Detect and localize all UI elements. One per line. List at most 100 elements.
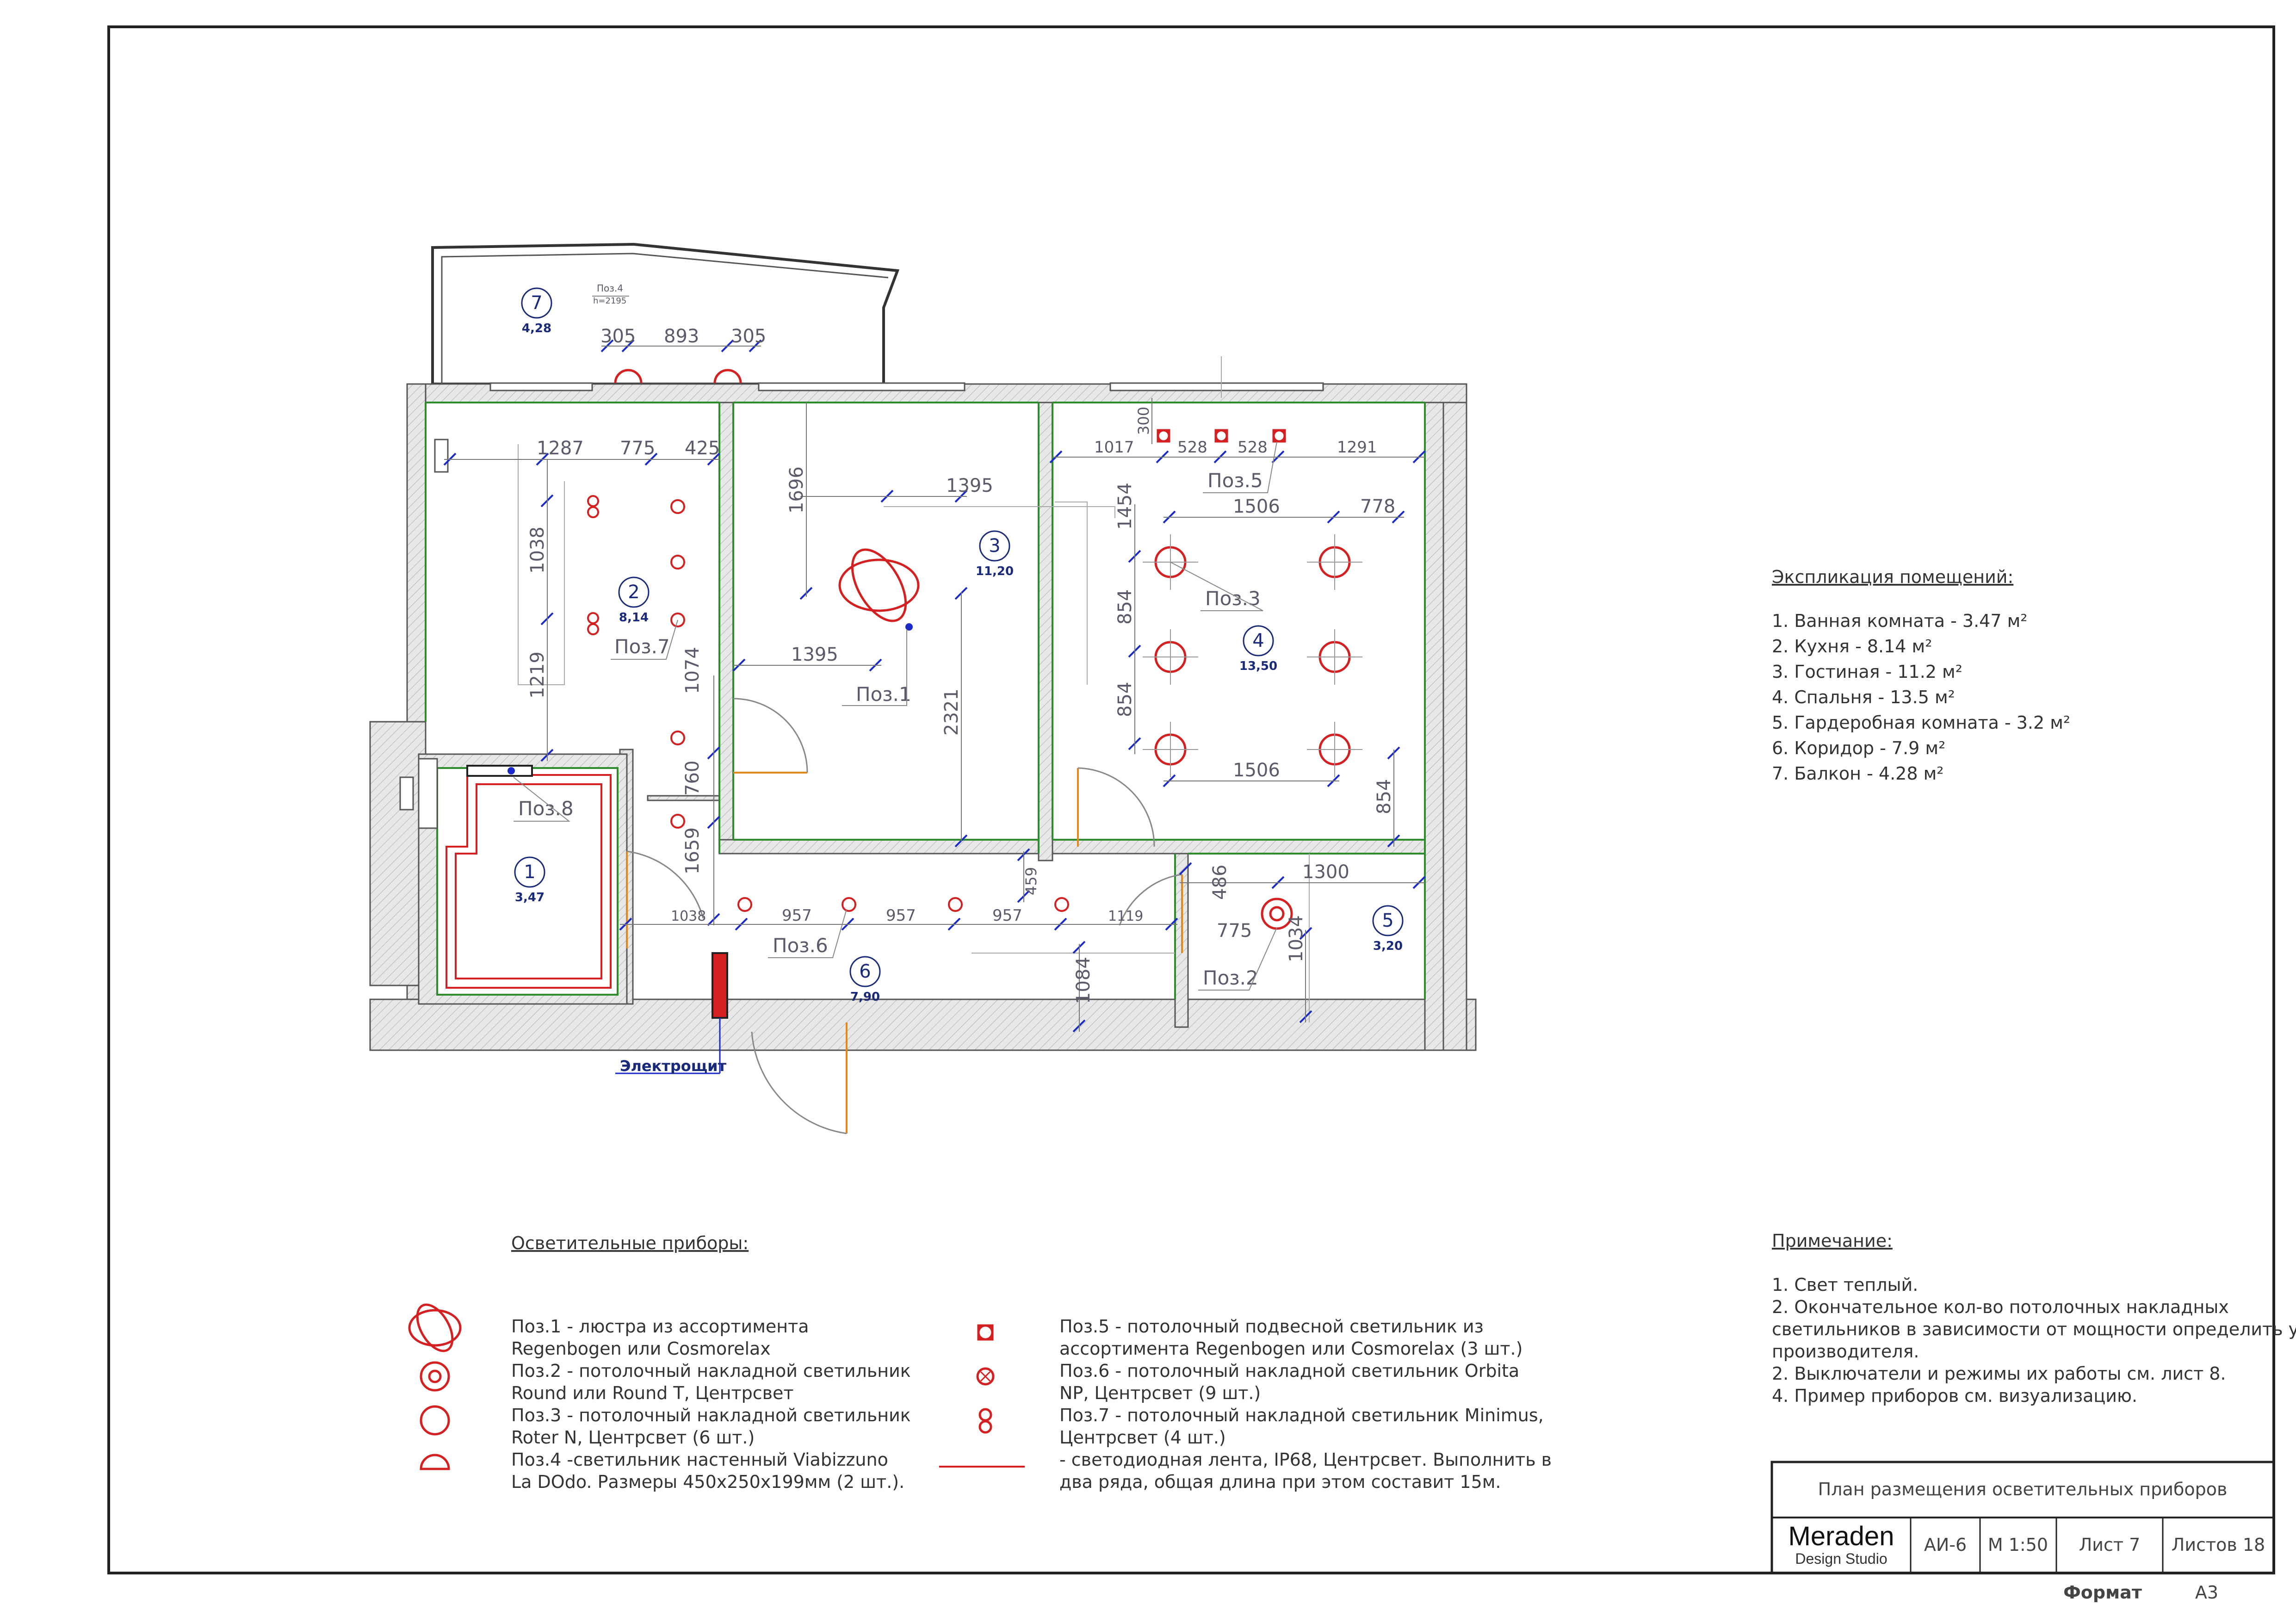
explication-item-7: 7. Балкон - 4.28 м²	[1772, 763, 1943, 784]
balcony-outline	[431, 242, 900, 385]
room-3-area: 11,20	[976, 564, 1014, 578]
guide-lines	[518, 356, 1310, 1022]
dim-cor-1: 1038	[671, 908, 706, 924]
dim-living-1: 1696	[786, 466, 807, 514]
title-block-brand-sub: Design Studio	[1795, 1550, 1887, 1567]
room-3-number: 3	[989, 535, 1000, 557]
label-poz5: Поз.5	[1207, 469, 1263, 492]
format-label: Формат	[2063, 1582, 2142, 1603]
legend-poz7-line2: Центрсвет (4 шт.)	[1059, 1427, 1226, 1448]
explication-item-2: 2. Кухня - 8.14 м²	[1772, 636, 1932, 657]
dim-bed-1: 1506	[1233, 496, 1280, 517]
room-6-number: 6	[859, 961, 871, 982]
title-block: План размещения осветительных приборов M…	[1770, 1461, 2275, 1603]
explication-item-4: 4. Спальня - 13.5 м²	[1772, 687, 1955, 707]
room-7-number: 7	[531, 292, 542, 314]
room-4-area: 13,50	[1239, 659, 1277, 673]
dim-balcony-1: 305	[600, 326, 636, 347]
dim-bed-5: 854	[1114, 682, 1136, 717]
dim-cor-4: 957	[992, 906, 1022, 925]
legend-poz6-line2: NP, Центрсвет (9 шт.)	[1059, 1383, 1261, 1403]
dim-bed-6: 1506	[1233, 760, 1280, 781]
dim-kitchen-left-2: 1219	[527, 651, 548, 699]
floor-plan: 305 893 305 1287 775 425 1395 1395 1017 …	[369, 242, 1477, 1134]
dim-bed-7: 854	[1374, 779, 1395, 814]
legend-poz2-line1: Поз.2 - потолочный накладной светильник	[511, 1361, 911, 1381]
legend-poz2-line2: Round или Round T, Центрсвет	[511, 1383, 794, 1403]
dim-bed-top-4: 1291	[1337, 438, 1377, 457]
legend-chandelier-icon	[408, 1303, 462, 1352]
room-2-number: 2	[628, 582, 639, 603]
label-poz1: Поз.1	[856, 683, 911, 706]
dim-cor-2: 957	[782, 906, 812, 925]
explication-item-1: 1. Ванная комната - 3.47 м²	[1772, 611, 2027, 631]
legend-led-line2: два ряда, общая длина при этом составит …	[1059, 1472, 1501, 1492]
note-line-1: 1. Свет теплый.	[1772, 1275, 1918, 1295]
legend-pendant-icon	[977, 1324, 994, 1341]
dim-bed-4: 854	[1114, 589, 1136, 625]
legend-poz5-line2: ассортимента Regenbogen или Cosmorelax (…	[1059, 1338, 1522, 1359]
dimension-lines	[444, 346, 1425, 1032]
label-poz4-note: Поз.4	[597, 283, 623, 294]
label-poz7: Поз.7	[614, 635, 670, 658]
title-block-title: План размещения осветительных приборов	[1818, 1479, 2228, 1499]
ceiling-lights-poz7	[587, 495, 599, 635]
ceiling-lights-poz3	[1154, 546, 1351, 766]
ceiling-lights-poz6	[670, 499, 1069, 912]
poz3-cross-lines	[1143, 534, 1362, 777]
wall-edges	[425, 402, 1426, 999]
legend-poz3-line2: Roter N, Центрсвет (6 шт.)	[511, 1427, 755, 1448]
leader-lines	[513, 296, 1277, 991]
chandelier-poz1	[838, 548, 920, 631]
wall-lights-poz4	[614, 369, 742, 384]
explication-title: Экспликация помещений:	[1772, 567, 2013, 587]
doors	[626, 698, 1183, 1134]
legend-poz1-line1: Поз.1 - люстра из ассортимента	[511, 1316, 809, 1337]
legend-led-line1: - светодиодная лента, IP68, Центрсвет. В…	[1059, 1450, 1552, 1470]
dim-kitchen-mid-1: 1074	[682, 647, 703, 694]
dim-ward-2: 1300	[1302, 861, 1349, 883]
pendants-poz5	[1157, 429, 1286, 443]
title-block-code: АИ-6	[1924, 1535, 1967, 1555]
dim-living-2: 1395	[946, 475, 993, 496]
legend-title: Осветительные приборы:	[511, 1233, 749, 1253]
dim-kitchen-left-1: 1038	[527, 527, 548, 574]
room-5-area: 3,20	[1373, 939, 1403, 953]
dim-living-4: 2321	[941, 688, 962, 736]
legend-poz3-line1: Поз.3 - потолочный накладной светильник	[511, 1405, 911, 1425]
room-7-area: 4,28	[522, 322, 551, 335]
title-block-sheets: Листов 18	[2172, 1535, 2265, 1555]
dim-bed-top-2: 528	[1177, 438, 1207, 457]
legend-poz4-line1: Поз.4 -светильник настенный Viabizzuno	[511, 1450, 888, 1470]
room-1-number: 1	[524, 861, 535, 883]
legend-orbita-icon	[976, 1367, 995, 1386]
explication-item-3: 3. Гостиная - 11.2 м²	[1772, 662, 1962, 682]
format-value: А3	[2195, 1582, 2218, 1603]
legend: Осветительные приборы: Поз.1 - люстра из…	[408, 1233, 1552, 1492]
label-poz3: Поз.3	[1205, 587, 1261, 610]
legend-poz1-line2: Regenbogen или Cosmorelax	[511, 1338, 771, 1359]
legend-poz6-line1: Поз.6 - потолочный накладной светильник …	[1059, 1361, 1519, 1381]
title-block-brand: Meraden	[1789, 1521, 1894, 1551]
dim-bed-2: 778	[1360, 496, 1395, 517]
windows	[399, 382, 1324, 811]
dim-ward-1: 486	[1209, 865, 1231, 900]
electrical-panel	[712, 952, 728, 1019]
room-1-area: 3,47	[515, 891, 545, 904]
explication: Экспликация помещений: 1. Ванная комната…	[1772, 567, 2070, 784]
dim-living-3: 1395	[791, 644, 838, 665]
note-line-2: 2. Окончательное кол-во потолочных накла…	[1772, 1297, 2229, 1317]
note-line-5: 2. Выключатели и режимы их работы см. ли…	[1772, 1363, 2226, 1384]
dim-cor-6: 459	[1022, 867, 1040, 895]
room-4-number: 4	[1252, 630, 1264, 651]
dim-ward-4: 1034	[1286, 915, 1307, 962]
legend-poz7-line1: Поз.7 - потолочный накладной светильник …	[1059, 1405, 1544, 1425]
notes: Примечание: 1. Свет теплый. 2. Окончател…	[1772, 1231, 2296, 1406]
note-line-4: производителя.	[1772, 1341, 1919, 1362]
dim-kitchen-2: 775	[620, 438, 655, 459]
dim-bed-top-5: 300	[1135, 407, 1152, 435]
dim-kitchen-mid-2: 760	[682, 761, 703, 796]
dim-bed-top-1: 1017	[1094, 438, 1134, 457]
dim-cor-3: 957	[886, 906, 916, 925]
notes-title: Примечание:	[1772, 1231, 1893, 1251]
